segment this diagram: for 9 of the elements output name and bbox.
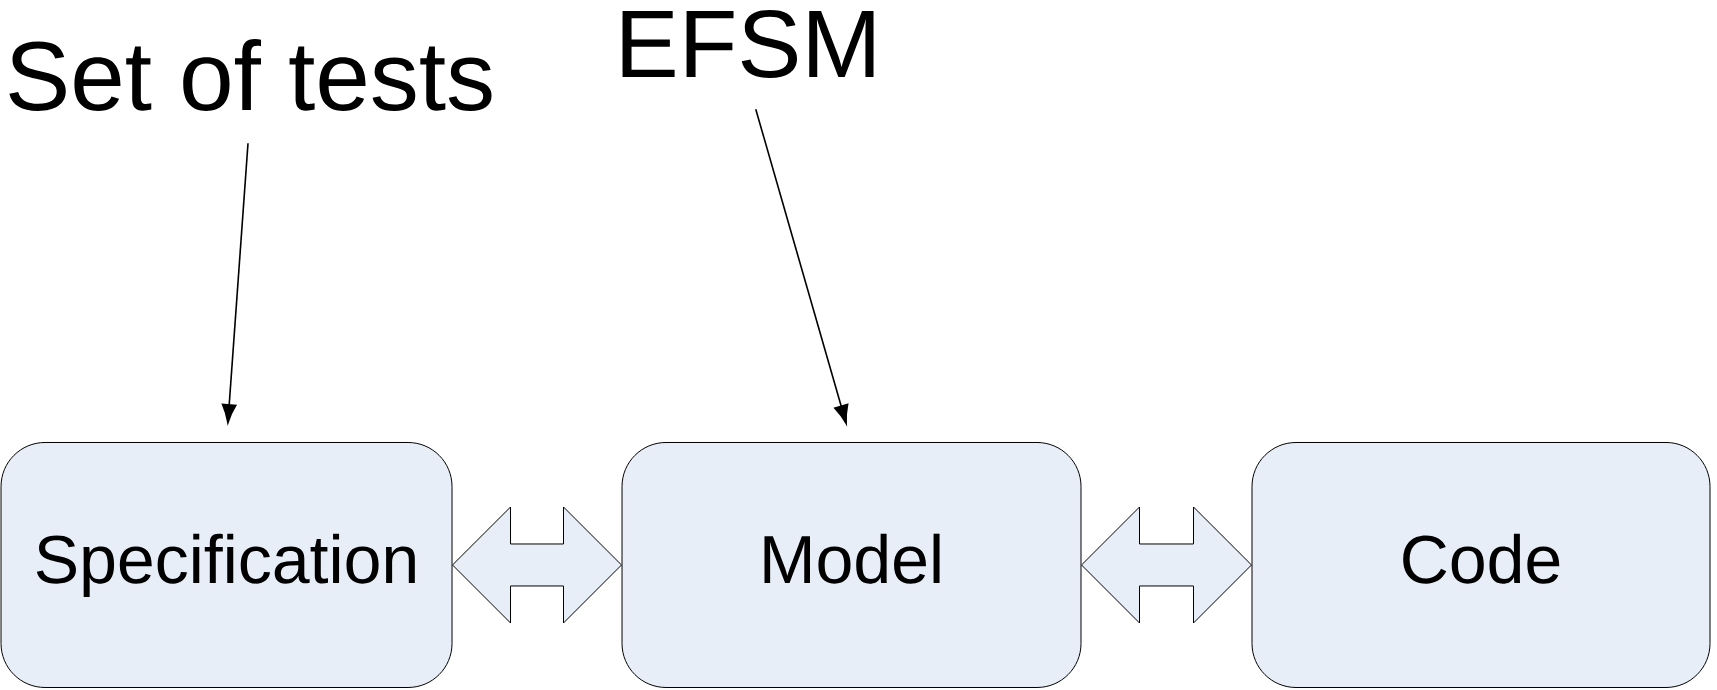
heading-text: EFSM: [622, 10, 874, 78]
heading-text: Set of tests: [9, 39, 492, 111]
process-box: Model: [621, 442, 1082, 688]
double-block-arrow: [1081, 506, 1252, 624]
double-block-arrow: [452, 506, 622, 624]
arrow: [221, 142, 249, 424]
arrow: [754, 108, 849, 425]
process-box: Specification: [0, 442, 453, 688]
process-box: Code: [1251, 442, 1711, 688]
